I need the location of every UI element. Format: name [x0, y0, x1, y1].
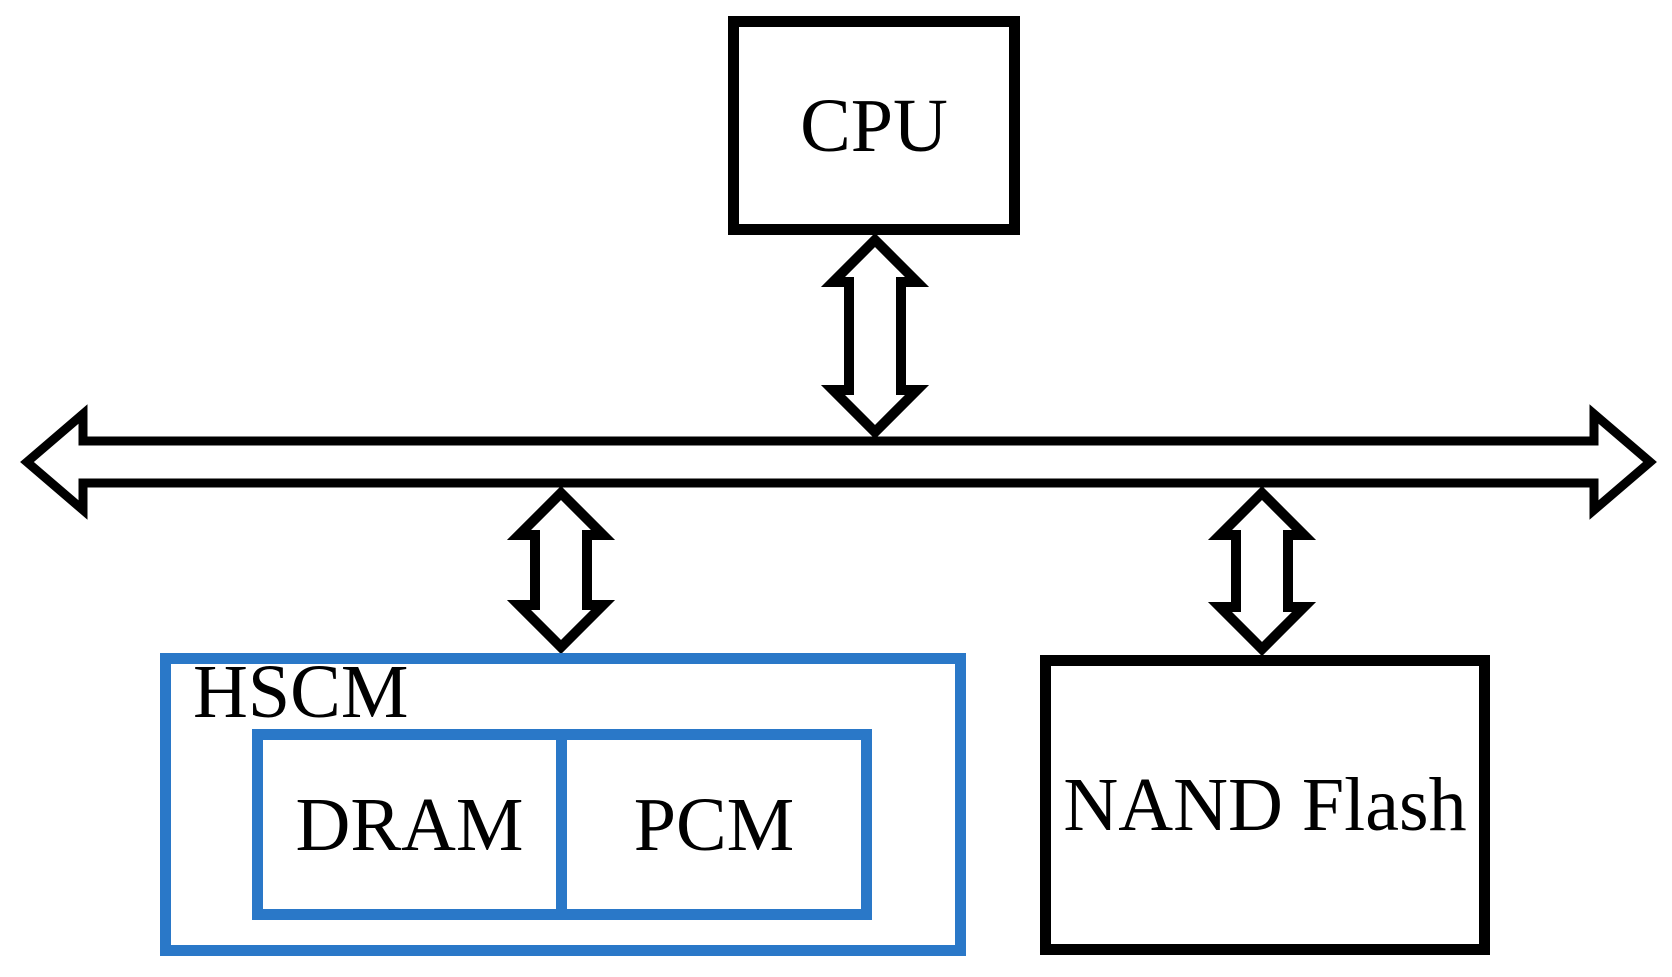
- cpu-node: CPU: [728, 16, 1020, 235]
- pcm-node: PCM: [567, 740, 861, 909]
- cpu-label: CPU: [800, 83, 948, 168]
- cpu-to-bus-arrow: [820, 232, 930, 440]
- nand-flash-node: NAND Flash: [1040, 655, 1490, 955]
- bus-to-hscm-arrow: [506, 485, 616, 655]
- pcm-label: PCM: [633, 782, 795, 867]
- hscm-label: HSCM: [193, 650, 409, 734]
- hscm-node: HSCM DRAM PCM: [160, 653, 966, 956]
- hscm-inner-box: DRAM PCM: [252, 729, 872, 920]
- nand-flash-label: NAND Flash: [1063, 763, 1467, 847]
- system-bus-arrow: [20, 404, 1657, 520]
- dram-label: DRAM: [295, 782, 524, 867]
- dram-node: DRAM: [263, 740, 567, 909]
- bus-to-nand-arrow: [1207, 485, 1317, 657]
